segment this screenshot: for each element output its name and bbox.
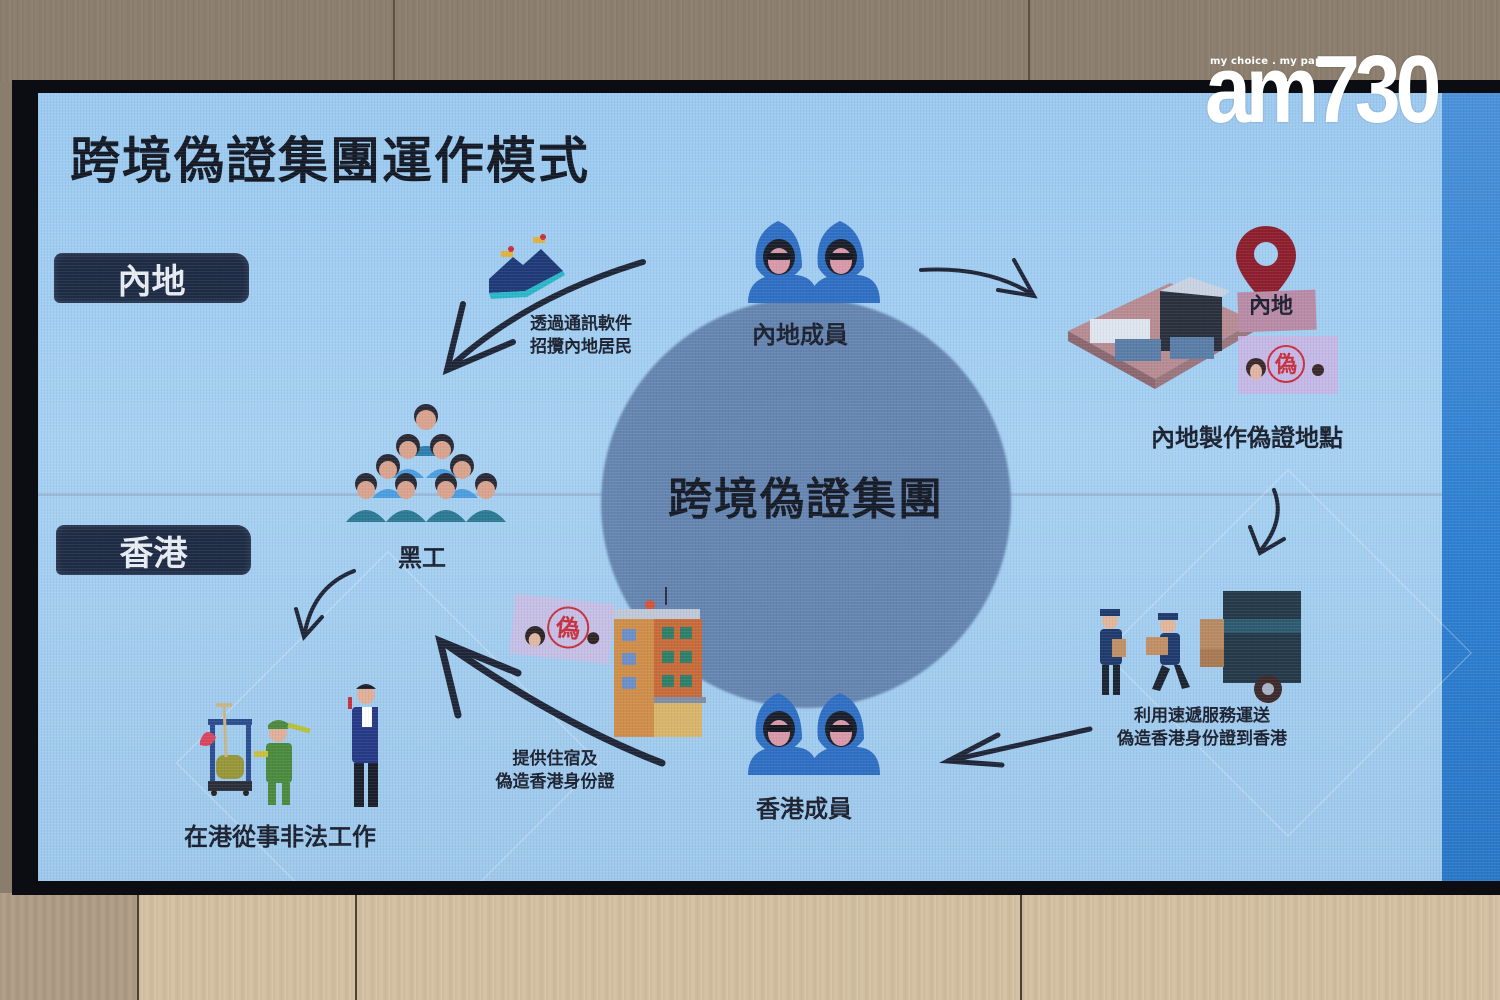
svg-text:偽: 偽 xyxy=(554,613,582,643)
hooded-members-icon xyxy=(738,687,888,777)
hooded-members-icon xyxy=(738,215,888,305)
courier-delivery-icon xyxy=(1088,589,1308,709)
label-mainland-forgery-site: 內地製作偽證地點 xyxy=(1151,424,1343,452)
arrow-to-forgery-site-icon xyxy=(916,258,1046,308)
label-illegal-work: 在港從事非法工作 xyxy=(184,823,376,851)
arrow-to-hk-members-icon xyxy=(938,723,1098,773)
am730-logo: am730 xyxy=(1205,36,1441,143)
wall-seam xyxy=(1020,893,1022,1000)
center-label: 跨境偽證集團 xyxy=(668,474,944,525)
label-recruit-line1: 透過通訊軟件 xyxy=(530,314,632,334)
wall-seam xyxy=(393,0,395,82)
svg-text:偽: 偽 xyxy=(1274,352,1297,378)
wall-background-bottom xyxy=(0,893,1500,1000)
label-courier: 利用速遞服務運送 偽造香港身份證到香港 xyxy=(1092,705,1312,751)
illegal-workers-icon xyxy=(198,641,378,811)
label-courier-line2: 偽造香港身份證到香港 xyxy=(1117,729,1287,749)
wall-background-top xyxy=(0,0,1500,82)
label-hk-members: 香港成員 xyxy=(756,795,852,823)
wall-seam xyxy=(1028,0,1030,82)
arrow-to-illegal-work-icon xyxy=(418,623,668,773)
label-black-workers: 黑工 xyxy=(398,544,446,572)
messaging-app-icon xyxy=(483,233,573,303)
pin-label-mainland: 內地 xyxy=(1249,294,1294,319)
arrow-to-illegal-work-icon xyxy=(290,565,360,645)
label-recruit-line2: 招攬內地居民 xyxy=(530,337,632,357)
slide-right-accent-strip xyxy=(1442,93,1500,881)
fake-id-card-icon: 偽 xyxy=(1238,336,1338,394)
forgery-factory-icon xyxy=(1060,221,1350,411)
presentation-slide: 跨境偽證集團運作模式 內地 香港 跨境偽證集團 內地成員 xyxy=(38,93,1500,881)
am730-tagline: my choice . my paper xyxy=(1210,56,1335,67)
slide-title: 跨境偽證集團運作模式 xyxy=(70,132,590,190)
arrow-to-courier-icon xyxy=(1246,485,1296,560)
label-accommodation: 提供住宿及 偽造香港身份證 xyxy=(470,748,640,794)
region-tag-mainland: 內地 xyxy=(54,253,249,303)
label-courier-line1: 利用速遞服務運送 xyxy=(1134,706,1270,726)
label-mainland-members: 內地成員 xyxy=(752,321,848,349)
fake-id-card-icon: 偽 xyxy=(508,589,618,669)
label-recruit: 透過通訊軟件 招攬內地居民 xyxy=(530,313,632,359)
residential-building-icon xyxy=(610,585,710,745)
wall-seam xyxy=(137,893,139,1000)
label-accommodation-line2: 偽造香港身份證 xyxy=(495,772,615,792)
wall-seam xyxy=(355,893,357,1000)
region-tag-hong-kong: 香港 xyxy=(56,525,251,575)
arrow-to-black-workers-icon xyxy=(433,258,653,378)
wall-background-bottom-left xyxy=(0,893,137,1000)
label-accommodation-line1: 提供住宿及 xyxy=(512,749,598,769)
black-workers-group-icon xyxy=(338,398,513,528)
